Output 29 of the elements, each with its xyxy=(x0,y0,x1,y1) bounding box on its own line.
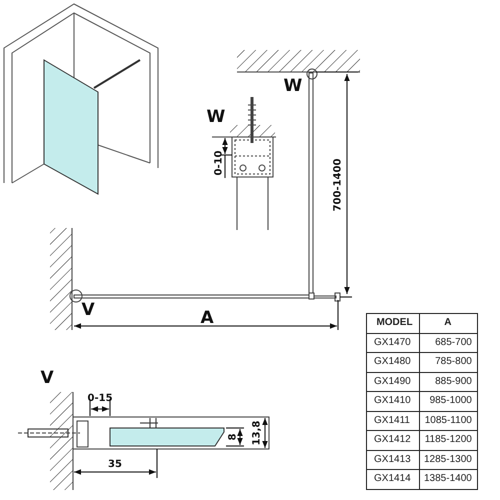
width-range: 1285-1300 xyxy=(420,450,478,470)
detail-letter: W xyxy=(206,108,226,126)
dimension-label: 13,8 xyxy=(252,420,262,446)
dimension-label: 0-10 xyxy=(214,150,224,176)
model-number: GX1470 xyxy=(366,333,420,352)
width-range: 785-800 xyxy=(420,352,478,372)
model-number: GX1410 xyxy=(366,392,420,411)
dimension-label: 700-1400 xyxy=(332,158,343,212)
detail-letter: W xyxy=(284,78,302,94)
model-number: GX1414 xyxy=(366,470,420,489)
width-range: 1385-1400 xyxy=(420,470,478,489)
column-header: MODEL xyxy=(366,314,420,333)
dimension-label: 0-15 xyxy=(88,394,113,404)
model-number: GX1490 xyxy=(366,372,420,392)
model-number: GX1411 xyxy=(366,411,420,430)
model-number: GX1413 xyxy=(366,450,420,470)
model-number: GX1480 xyxy=(366,352,420,372)
width-range: 685-700 xyxy=(420,333,478,352)
detail-letter: V xyxy=(40,370,54,386)
dimension-letter: A xyxy=(200,310,214,326)
width-range: 1185-1200 xyxy=(420,430,478,450)
width-range: 985-1000 xyxy=(420,392,478,411)
width-range: 1085-1100 xyxy=(420,411,478,430)
detail-letter: V xyxy=(82,302,95,318)
dimension-label: 35 xyxy=(108,460,122,470)
dimension-label: 8 xyxy=(228,434,238,440)
model-number: GX1412 xyxy=(366,430,420,450)
column-header: A xyxy=(420,314,478,333)
width-range: 885-900 xyxy=(420,372,478,392)
